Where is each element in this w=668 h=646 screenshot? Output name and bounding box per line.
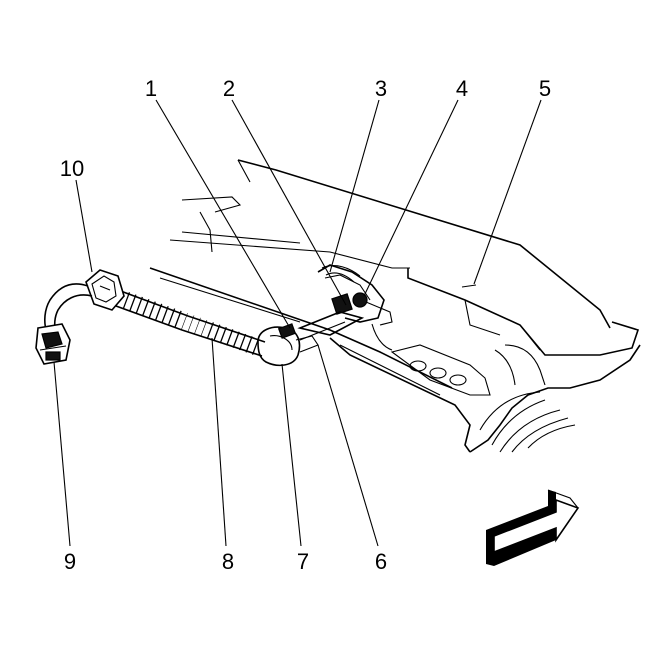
connector-bracket-assembly — [297, 264, 393, 351]
callout-10: 10 — [60, 156, 84, 181]
harness-rib — [161, 305, 169, 323]
callout-8: 8 — [222, 549, 234, 574]
callout-2: 2 — [223, 76, 235, 101]
sensor-housing — [257, 323, 319, 367]
harness-rib — [239, 333, 247, 351]
harness-rib — [148, 301, 156, 318]
callout-9: 9 — [64, 549, 76, 574]
harness-rib — [122, 292, 131, 309]
harness-rib — [155, 303, 163, 321]
harness-rib — [187, 315, 195, 332]
callout-5: 5 — [539, 76, 551, 101]
harness-connector-end — [85, 269, 125, 311]
harness-rib — [200, 320, 208, 337]
harness-rib — [226, 329, 234, 346]
harness-rib — [213, 324, 221, 342]
harness-rib — [174, 310, 182, 328]
pigtail-connector — [35, 323, 71, 365]
harness-rib — [129, 294, 137, 311]
harness-rib — [181, 313, 188, 330]
harness-rib — [232, 331, 240, 348]
harness-rib — [135, 296, 143, 314]
harness-rib — [142, 299, 150, 316]
callout-4: 4 — [456, 76, 468, 101]
callout-1: 1 — [145, 76, 157, 101]
front-arrow-icon — [486, 489, 580, 566]
callout-3: 3 — [375, 76, 387, 101]
callout-7: 7 — [297, 549, 309, 574]
callout-labels: 1 2 3 4 5 6 7 8 9 10 — [60, 76, 551, 574]
harness-rib — [206, 322, 214, 339]
vehicle-body — [149, 159, 641, 453]
callout-6: 6 — [375, 549, 387, 574]
harness-rib — [251, 338, 260, 355]
harness-rib — [219, 326, 227, 344]
wiring-harness — [115, 289, 266, 357]
harness-rib — [194, 317, 201, 334]
harness-rib — [245, 336, 253, 353]
harness-rib — [168, 308, 176, 325]
leader-lines — [53, 99, 542, 547]
